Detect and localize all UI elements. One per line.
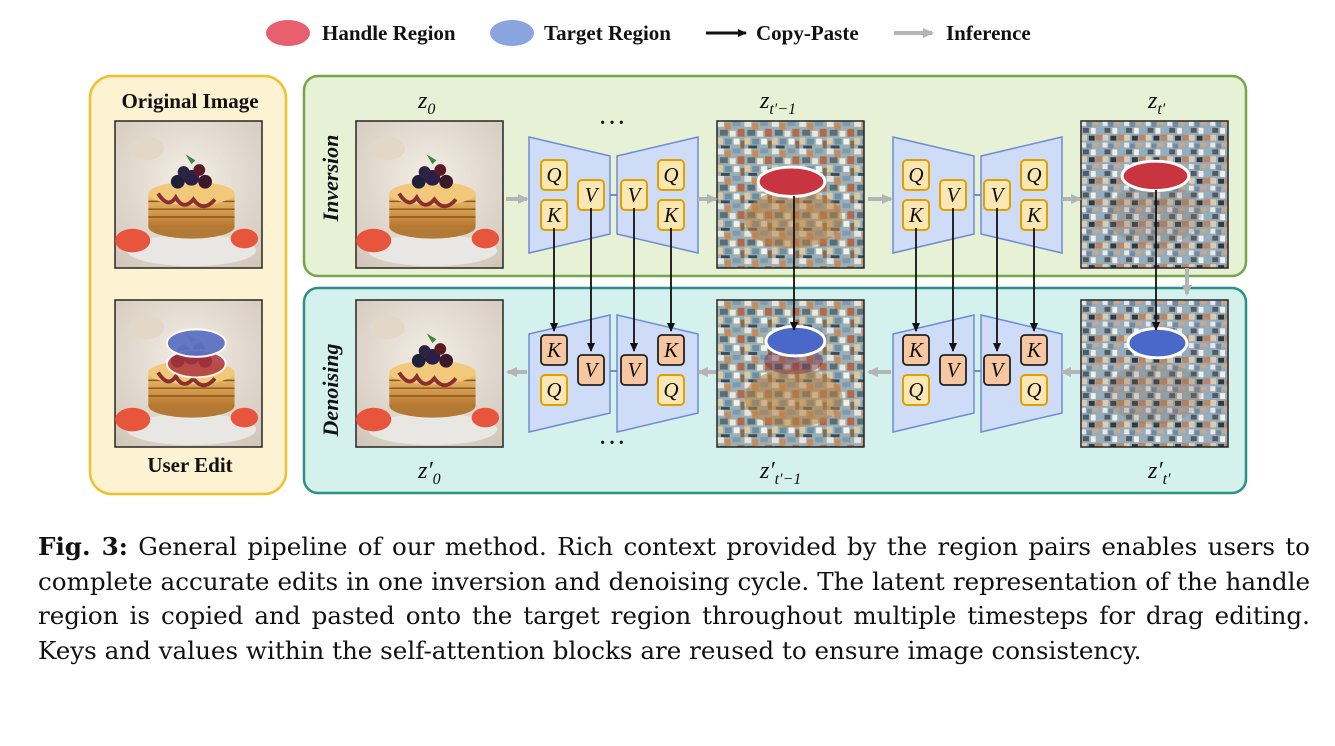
q-attention-box: Q (902, 159, 930, 191)
inversion-label: Inversion (318, 135, 343, 223)
v-attention-box: V (620, 354, 648, 386)
latent-label-zt-prime: z′t′ (1147, 458, 1171, 488)
inference-arrows (506, 194, 1192, 377)
svg-text:V: V (628, 183, 643, 207)
original-image (113, 119, 264, 270)
target-region-swatch (490, 20, 534, 46)
svg-text:V: V (991, 183, 1006, 207)
svg-text:Q: Q (908, 378, 923, 402)
k-attention-box: K (540, 199, 568, 231)
q-attention-box: Q (540, 159, 568, 191)
figure-caption: Fig. 3: General pipeline of our method. … (38, 530, 1310, 668)
legend-copy-label: Copy-Paste (756, 21, 859, 45)
user-edit-image (113, 298, 264, 449)
latent-image-zt1 (716, 120, 865, 269)
svg-text:Q: Q (908, 163, 923, 187)
k-attention-box: K (902, 334, 930, 366)
k-attention-box: K (902, 199, 930, 231)
latent-image-zt-prime (1080, 299, 1229, 448)
svg-text:K: K (546, 338, 562, 362)
ellipsis-top: ··· (598, 108, 626, 139)
svg-text:K: K (546, 203, 562, 227)
q-attention-box: Q (1020, 159, 1048, 191)
latent-label-z0-prime: z′0 (417, 458, 441, 488)
v-attention-box: V (620, 179, 648, 211)
svg-text:V: V (991, 358, 1006, 382)
svg-text:Q: Q (546, 163, 561, 187)
svg-text:K: K (663, 203, 679, 227)
q-attention-box: Q (657, 374, 685, 406)
v-attention-box: V (577, 354, 605, 386)
legend: Handle Region Target Region Copy-Paste I… (266, 20, 1031, 46)
latent-label-z0: z0 (417, 88, 435, 118)
svg-text:K: K (908, 338, 924, 362)
svg-text:V: V (628, 358, 643, 382)
original-image-label: Original Image (121, 89, 258, 113)
v-attention-box: V (983, 354, 1011, 386)
handle-copy-arrows (790, 190, 1160, 331)
latent-image-z0-prime (354, 298, 505, 449)
svg-text:Q: Q (663, 163, 678, 187)
svg-text:K: K (908, 203, 924, 227)
k-attention-box: K (1020, 199, 1048, 231)
v-attention-box: V (983, 179, 1011, 211)
svg-text:V: V (585, 358, 600, 382)
legend-inference-label: Inference (946, 21, 1031, 45)
ellipsis-bottom: ··· (598, 428, 626, 459)
svg-text:Q: Q (663, 378, 678, 402)
svg-text:Q: Q (546, 378, 561, 402)
svg-text:K: K (1026, 203, 1042, 227)
denoising-label: Denoising (318, 344, 343, 438)
q-attention-box: Q (540, 374, 568, 406)
svg-text:K: K (663, 338, 679, 362)
caption-text: General pipeline of our method. Rich con… (38, 532, 1310, 665)
q-attention-box: Q (657, 159, 685, 191)
legend-handle-label: Handle Region (322, 21, 456, 45)
v-attention-box: V (939, 179, 967, 211)
caption-label: Fig. 3: (38, 532, 128, 561)
k-attention-box: K (540, 334, 568, 366)
k-attention-box: K (657, 199, 685, 231)
k-attention-box: K (1020, 334, 1048, 366)
v-attention-box: V (577, 179, 605, 211)
user-edit-label: User Edit (147, 453, 232, 477)
svg-text:V: V (947, 183, 962, 207)
k-attention-box: K (657, 334, 685, 366)
legend-target-label: Target Region (544, 21, 671, 45)
latent-image-zt1-prime (716, 299, 865, 448)
svg-text:K: K (1026, 338, 1042, 362)
latent-image-zt (1080, 120, 1229, 269)
latent-image-z0 (354, 119, 505, 270)
handle-region-swatch (266, 20, 310, 46)
q-attention-box: Q (902, 374, 930, 406)
kv-reuse-arrows (550, 208, 1038, 352)
latent-label-zt: zt′ (1147, 88, 1166, 118)
svg-text:Q: Q (1026, 378, 1041, 402)
v-attention-box: V (939, 354, 967, 386)
svg-text:V: V (947, 358, 962, 382)
pipeline-figure: Handle Region Target Region Copy-Paste I… (88, 20, 1248, 496)
q-attention-box: Q (1020, 374, 1048, 406)
svg-text:V: V (585, 183, 600, 207)
svg-text:Q: Q (1026, 163, 1041, 187)
latent-label-zt1: zt′−1 (759, 88, 796, 118)
latent-label-zt1-prime: z′t′−1 (759, 458, 801, 488)
